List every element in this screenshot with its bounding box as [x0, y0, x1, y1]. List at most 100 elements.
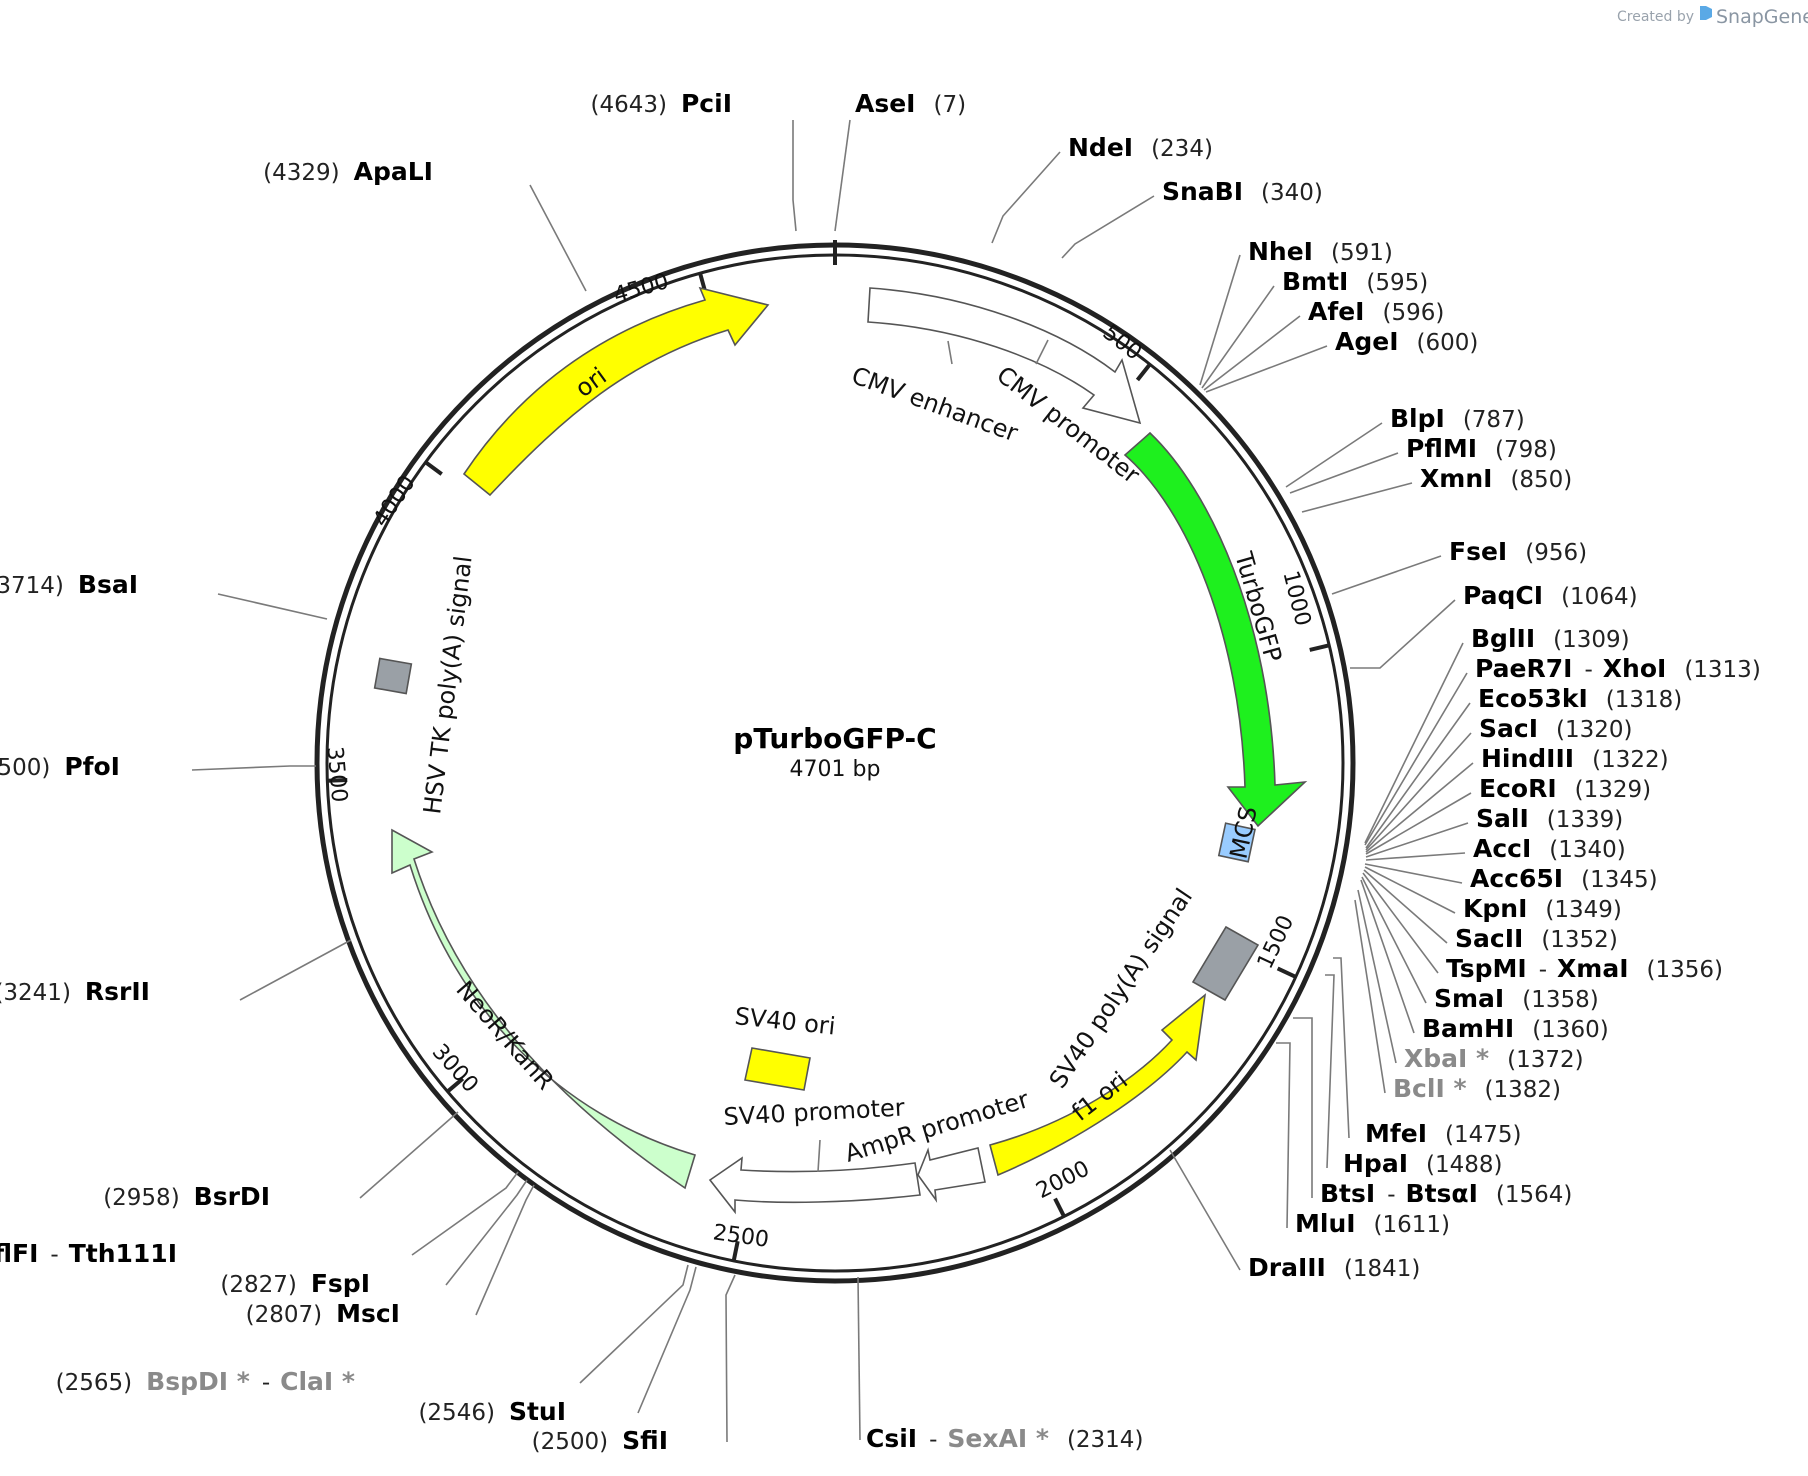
- site-position: (1318): [1606, 687, 1682, 713]
- credit-prefix: Created by: [1617, 9, 1694, 25]
- site-position: (234): [1151, 136, 1213, 162]
- site-bsrdi: (2958)BsrDI: [103, 1111, 459, 1211]
- site-fspi: (2827) FspI: [220, 1179, 528, 1298]
- site-name-2: SexAI *: [947, 1424, 1049, 1453]
- ring-tick: [1135, 363, 1152, 382]
- site-asei: AseI(7): [834, 89, 966, 232]
- site-leader-line: [1362, 872, 1439, 974]
- site-name: PfoI: [64, 752, 120, 781]
- site-leader-line: [1169, 1149, 1241, 1271]
- site-label: (2958)BsrDI: [103, 1182, 270, 1211]
- site-label: SnaBI(340): [1162, 177, 1323, 206]
- site-position: (1339): [1547, 807, 1623, 833]
- site-position: (340): [1261, 180, 1323, 206]
- cmv-boundary-tick-2: [1035, 339, 1049, 365]
- site-position: (4329): [263, 160, 339, 186]
- site-position: (1356): [1647, 957, 1723, 983]
- site-label: (3714)BsaI: [0, 570, 138, 599]
- site-position: (1320): [1556, 717, 1632, 743]
- ring-tick-label: 4000: [369, 471, 421, 531]
- ori-arrow: [462, 286, 770, 497]
- plasmid-name: pTurboGFP-C: [733, 722, 936, 755]
- site-name: DraIII: [1248, 1253, 1326, 1282]
- site-name: CsiI: [866, 1424, 917, 1453]
- site-leader-line: [1301, 482, 1413, 513]
- site-sfii: (2500)SfiI: [532, 1274, 736, 1455]
- site-bamhi: BamHI(1360): [1360, 879, 1609, 1043]
- site-position: (1564): [1496, 1182, 1572, 1208]
- site-name: XmnI: [1420, 464, 1492, 493]
- site-label: CsiI-SexAI *(2314): [866, 1424, 1143, 1453]
- ring-tick: [424, 460, 443, 476]
- site-position: (600): [1417, 330, 1479, 356]
- credit-brand: SnapGene: [1716, 6, 1808, 28]
- sv40-ori-box: [744, 1047, 811, 1091]
- site-name: BclI *: [1393, 1074, 1467, 1103]
- site-pfoi: (3500)PfoI: [0, 752, 316, 781]
- site-xmni: XmnI(850): [1301, 464, 1572, 513]
- site-position: (2827): [220, 1272, 296, 1298]
- site-name: BglII: [1471, 624, 1535, 653]
- site-acci: AccI(1340): [1365, 834, 1626, 863]
- site-leader-line: [239, 939, 352, 1001]
- site-leader-line: [1205, 345, 1328, 393]
- site-label: HindIII(1322): [1481, 744, 1669, 773]
- site-nhei: NheI(591): [1199, 237, 1393, 386]
- hsv-tk-polya-label: HSV TK poly(A) signal: [418, 554, 477, 815]
- site-position: (2958): [103, 1185, 179, 1211]
- site-separator: -: [50, 1242, 58, 1268]
- site-label: BmtI(595): [1282, 267, 1428, 296]
- site-name: FspI: [311, 1269, 370, 1298]
- site-name: SfiI: [622, 1426, 668, 1455]
- site-leader-line: [1203, 315, 1301, 391]
- site-bglii: BglII(1309): [1364, 624, 1630, 844]
- site-position: (3714): [0, 573, 64, 599]
- site-leader-line: [579, 1264, 689, 1384]
- site-leader-line: [857, 1276, 861, 1441]
- ring-tick-label: 3500: [322, 745, 352, 803]
- site-position: (2565): [56, 1370, 132, 1396]
- cmv-arrow: [867, 287, 1142, 425]
- site-label: PflMI(798): [1406, 434, 1557, 463]
- site-separator: -: [1387, 1182, 1395, 1208]
- site-name: HpaI: [1343, 1149, 1408, 1178]
- site-name: AseI: [855, 89, 916, 118]
- site-position: (1349): [1545, 897, 1621, 923]
- site-name: Eco53kI: [1478, 684, 1588, 713]
- site-label: BglII(1309): [1471, 624, 1630, 653]
- site-label: SmaI(1358): [1434, 984, 1599, 1013]
- site-label: (4643)PciI: [591, 89, 733, 118]
- site-leader-line: [1331, 555, 1442, 595]
- site-name: BspDI *: [146, 1367, 250, 1396]
- site-name: KpnI: [1463, 894, 1527, 923]
- site-paer7i: PaeR7I-XhoI(1313): [1364, 654, 1761, 846]
- credit: Created by SnapGene: [1617, 6, 1808, 28]
- site-leader-line: [1365, 852, 1466, 861]
- site-leader-line: [475, 1184, 535, 1316]
- site-xbai: XbaI *(1372): [1357, 889, 1584, 1073]
- site-label: MluI (1611): [1295, 1209, 1450, 1238]
- site-name-2: BtsαI: [1406, 1179, 1478, 1208]
- site-name: XbaI *: [1404, 1044, 1489, 1073]
- site-label: (2827) FspI: [220, 1269, 370, 1298]
- site-smai: SmaI(1358): [1361, 876, 1599, 1013]
- site-name: MluI: [1295, 1209, 1356, 1238]
- site-leader-line: [834, 119, 851, 232]
- ampr-promoter-arrow: [917, 1147, 986, 1203]
- site-name: NdeI: [1068, 133, 1133, 162]
- site-name: AgeI: [1335, 327, 1399, 356]
- site-position: (1611): [1374, 1212, 1450, 1238]
- site-position: (1329): [1575, 777, 1651, 803]
- site-name: NheI: [1248, 237, 1313, 266]
- site-position: (1352): [1541, 927, 1617, 953]
- site-saci: SacI(1320): [1365, 714, 1632, 851]
- site-name: ApaLI: [354, 157, 433, 186]
- site-leader-line: [1364, 672, 1468, 846]
- site-name: Acc65I: [1470, 864, 1563, 893]
- site-rsrii: (3241)RsrII: [0, 939, 352, 1006]
- site-label: KpnI (1349): [1463, 894, 1622, 923]
- site-sali: SalI(1339): [1365, 804, 1623, 858]
- restriction-sites: AseI(7) NdeI (234) SnaBI(340) NheI(591)BmtI(…: [0, 89, 1761, 1455]
- site-apali: (4329) ApaLI: [263, 157, 587, 292]
- ring-tick-label: 2500: [711, 1220, 770, 1253]
